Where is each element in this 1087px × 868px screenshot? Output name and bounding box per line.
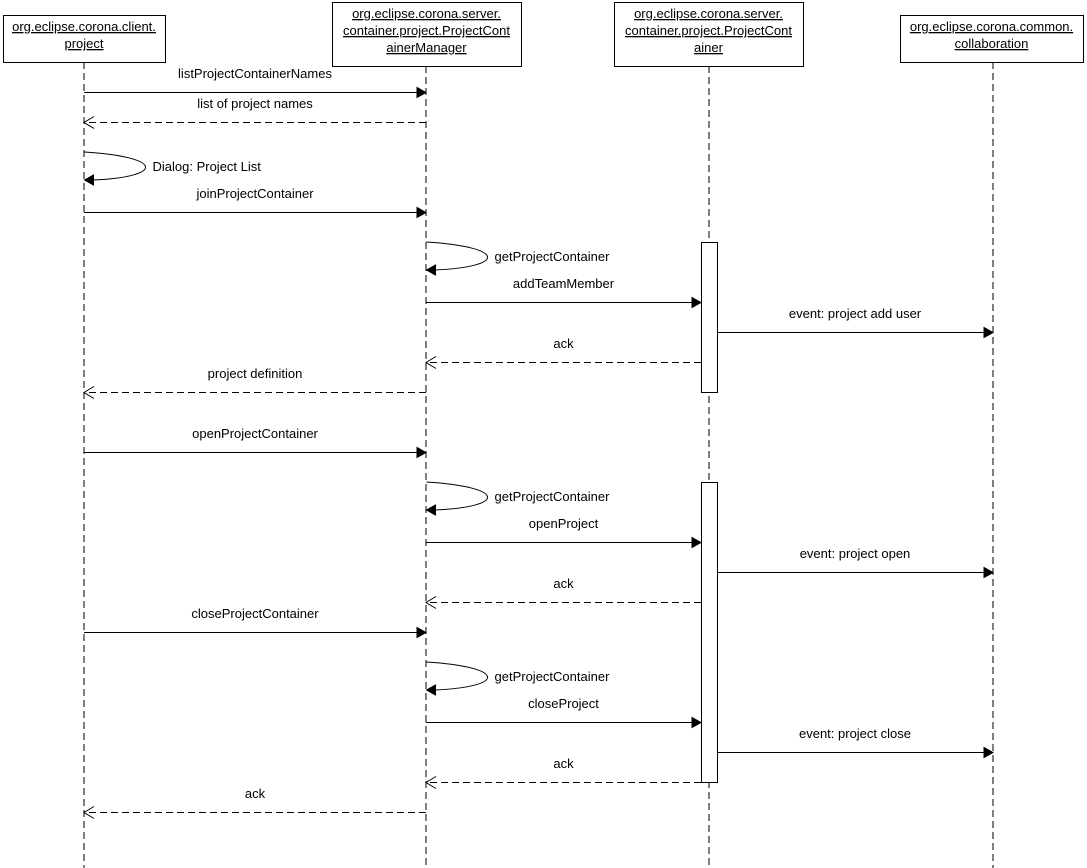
arrowhead bbox=[416, 446, 428, 459]
participant-label: project bbox=[64, 36, 103, 51]
message-label: event: project open bbox=[800, 546, 911, 561]
participant-container: org.eclipse.corona.server. container.proj… bbox=[614, 2, 804, 868]
message-label: addTeamMember bbox=[513, 276, 615, 291]
message-call: openProjectContainer bbox=[84, 426, 428, 459]
message-label: getProjectContainer bbox=[495, 669, 611, 684]
participant-label: collaboration bbox=[955, 36, 1029, 51]
message-label: getProjectContainer bbox=[495, 489, 611, 504]
participant-box bbox=[332, 2, 522, 67]
arrowhead bbox=[425, 264, 436, 276]
message-self: getProjectContainer bbox=[425, 481, 611, 516]
participant-label: org.eclipse.corona.client. bbox=[12, 19, 156, 34]
message-label: closeProject bbox=[528, 696, 599, 711]
message-reply: list of project names bbox=[83, 96, 426, 129]
arrowhead bbox=[416, 206, 428, 219]
message-label: event: project add user bbox=[789, 306, 922, 321]
message-label: Dialog: Project List bbox=[153, 159, 262, 174]
message-call: openProject bbox=[426, 516, 703, 549]
message-label: project definition bbox=[208, 366, 303, 381]
participant-box bbox=[614, 2, 804, 67]
message-self: getProjectContainer bbox=[425, 241, 611, 276]
arrowhead bbox=[691, 536, 703, 549]
participant-client: org.eclipse.corona.client. project bbox=[3, 15, 166, 868]
message-call: joinProjectContainer bbox=[84, 186, 428, 219]
open-arrowhead bbox=[83, 386, 95, 399]
message-label: openProject bbox=[529, 516, 599, 531]
participants: org.eclipse.corona.client.projectorg.ecl… bbox=[3, 2, 1084, 868]
message-call: closeProjectContainer bbox=[84, 606, 428, 639]
message-label: list of project names bbox=[197, 96, 313, 111]
arrowhead bbox=[416, 86, 428, 99]
message-self: Dialog: Project List bbox=[83, 151, 262, 186]
participant-label: ainer bbox=[694, 40, 724, 55]
participant-collab: org.eclipse.corona.common. collaboration bbox=[900, 15, 1084, 868]
message-label: openProjectContainer bbox=[192, 426, 318, 441]
message-call: addTeamMember bbox=[426, 276, 703, 309]
participant-manager: org.eclipse.corona.server. container.proj… bbox=[332, 2, 522, 868]
open-arrowhead bbox=[425, 356, 437, 369]
message-label: ack bbox=[245, 786, 266, 801]
participant-label: org.eclipse.corona.common. bbox=[910, 19, 1073, 34]
message-label: listProjectContainerNames bbox=[178, 66, 332, 81]
message-call: listProjectContainerNames bbox=[84, 66, 428, 99]
self-call-arc bbox=[426, 661, 488, 691]
message-label: ack bbox=[553, 336, 574, 351]
participant-box bbox=[900, 15, 1084, 63]
activation-bars bbox=[701, 242, 718, 783]
message-reply: ack bbox=[425, 336, 701, 369]
self-call-arc bbox=[84, 151, 146, 181]
message-call: event: project open bbox=[717, 546, 995, 579]
arrowhead bbox=[425, 684, 436, 696]
message-reply: ack bbox=[425, 576, 701, 609]
messages: listProjectContainerNames list of project… bbox=[83, 66, 995, 819]
open-arrowhead bbox=[425, 776, 437, 789]
participant-label: ainerManager bbox=[386, 40, 467, 55]
arrowhead bbox=[983, 746, 995, 759]
arrowhead bbox=[691, 716, 703, 729]
open-arrowhead bbox=[425, 596, 437, 609]
open-arrowhead bbox=[83, 806, 95, 819]
arrowhead bbox=[416, 626, 428, 639]
message-reply: ack bbox=[83, 786, 426, 819]
message-label: ack bbox=[553, 576, 574, 591]
message-call: event: project add user bbox=[717, 306, 995, 339]
self-call-arc bbox=[426, 481, 488, 511]
participant-label: org.eclipse.corona.server. bbox=[352, 6, 501, 21]
arrowhead bbox=[83, 174, 94, 186]
activation-bar bbox=[701, 482, 718, 783]
participant-box bbox=[3, 15, 166, 63]
message-label: joinProjectContainer bbox=[195, 186, 314, 201]
participant-label: org.eclipse.corona.server. bbox=[634, 6, 783, 21]
arrowhead bbox=[983, 566, 995, 579]
message-label: closeProjectContainer bbox=[191, 606, 319, 621]
open-arrowhead bbox=[83, 116, 95, 129]
message-label: event: project close bbox=[799, 726, 911, 741]
message-self: getProjectContainer bbox=[425, 661, 611, 696]
arrowhead bbox=[691, 296, 703, 309]
message-label: getProjectContainer bbox=[495, 249, 611, 264]
arrowhead bbox=[425, 504, 436, 516]
participant-label: container.project.ProjectCont bbox=[343, 23, 510, 38]
activation-bar bbox=[701, 242, 718, 393]
message-call: event: project close bbox=[717, 726, 995, 759]
self-call-arc bbox=[426, 241, 488, 271]
message-reply: project definition bbox=[83, 366, 426, 399]
message-call: closeProject bbox=[426, 696, 703, 729]
participant-label: container.project.ProjectCont bbox=[625, 23, 792, 38]
arrowhead bbox=[983, 326, 995, 339]
message-reply: ack bbox=[425, 756, 701, 789]
message-label: ack bbox=[553, 756, 574, 771]
